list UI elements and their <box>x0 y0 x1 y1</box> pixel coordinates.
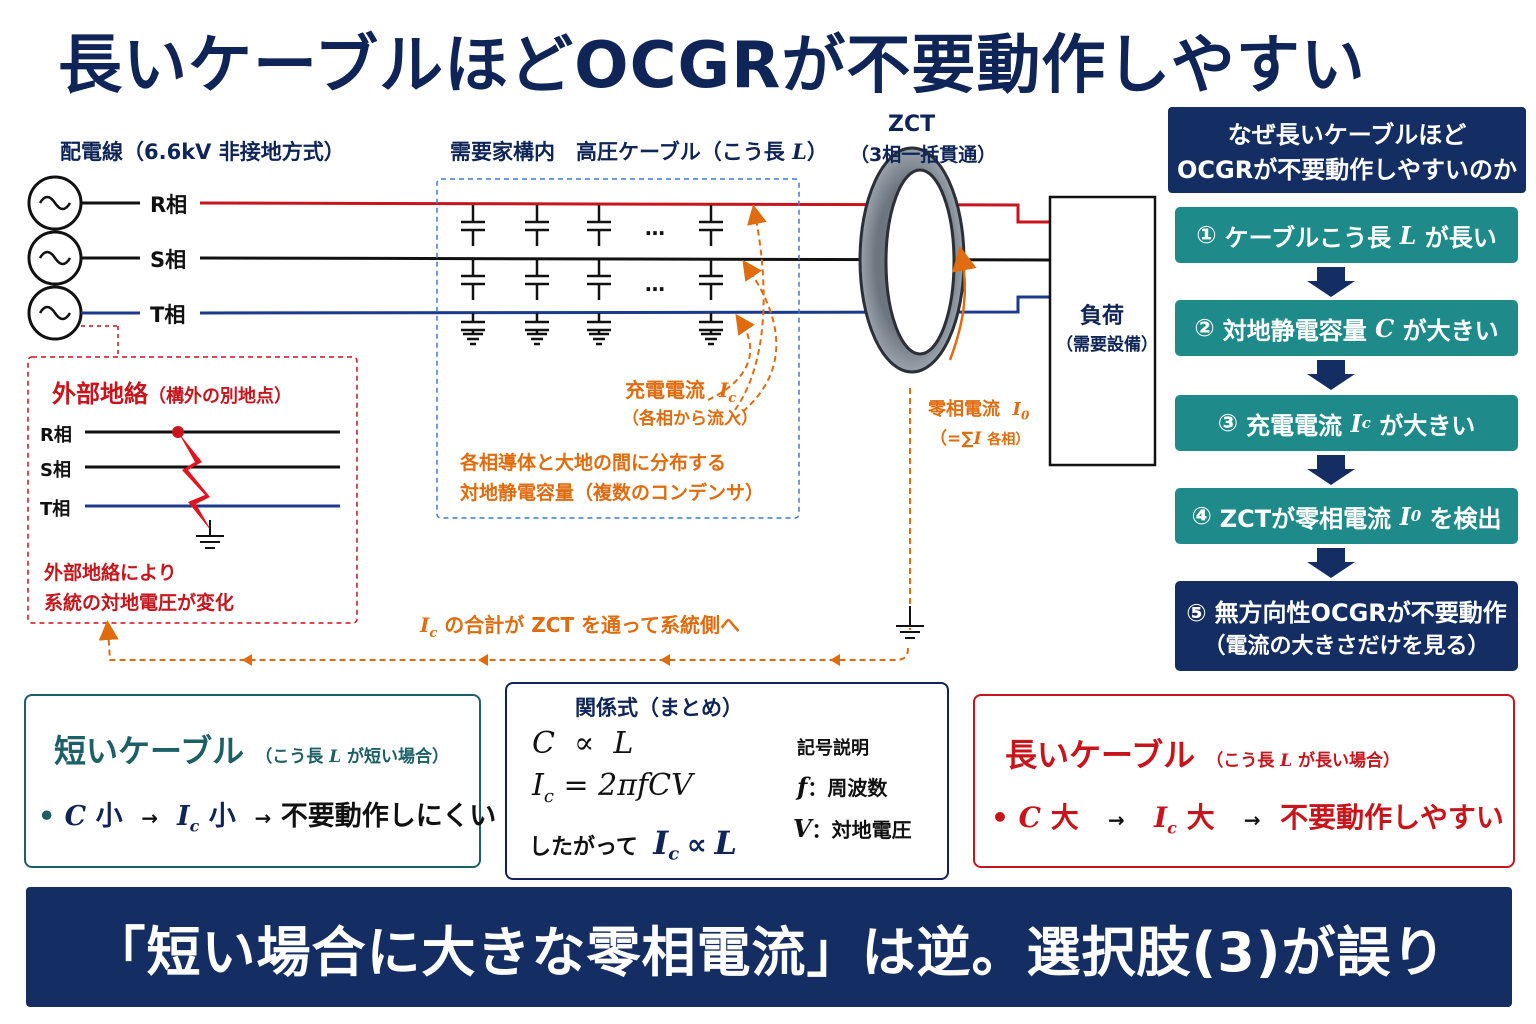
long-cable-title: 長いケーブル （こう長 L が長い場合） <box>1005 736 1401 774</box>
cable-label: 需要家構内 高圧ケーブル（こう長 L） <box>450 139 828 164</box>
phase-line-t <box>199 295 1050 315</box>
phase-label-s: S相 <box>150 248 187 272</box>
generator-r-icon <box>27 175 83 231</box>
lightning-icon <box>178 432 212 532</box>
conclusion-banner: 「短い場合に大きな零相電流」は逆。選択肢(3)が誤り <box>26 887 1512 1007</box>
phase-line-r <box>199 201 1050 224</box>
fault-phase-s: S相 <box>40 460 71 481</box>
short-cable-summary: • C 小 → Ic 小 → 不要動作しにくい <box>38 801 497 836</box>
relation-conclusion: したがって Ic ∝ L <box>529 824 737 865</box>
capacitor-array <box>461 205 723 346</box>
cable-region <box>436 178 800 519</box>
zct-label: ZCT <box>888 112 936 137</box>
phase-label-t: T相 <box>150 303 186 327</box>
legend-title: 記号説明 <box>797 738 869 759</box>
phase-label-r: R相 <box>150 193 188 217</box>
return-arrowheads <box>242 654 840 666</box>
relation-eq-2: Ic = 2πfCV <box>532 768 693 807</box>
why-title-line-1: なぜ長いケーブルほど <box>1227 121 1467 149</box>
fault-note-2: 系統の対地電圧が変化 <box>44 592 235 614</box>
relation-eq-1: C ∝ L <box>532 726 634 761</box>
legend-v: V：対地電圧 <box>793 814 912 843</box>
page-title: 長いケーブルほどOCGRが不要動作しやすい <box>58 29 1366 103</box>
short-cable-title: 短いケーブル （こう長 L が短い場合） <box>54 732 450 770</box>
short-cable-box: 短いケーブル （こう長 L が短い場合） • C 小 → Ic 小 → 不要動作… <box>24 694 496 868</box>
why-title-line-2: OCGRが不要動作しやすいのか <box>1177 156 1517 184</box>
fault-phase-r: R相 <box>40 425 72 446</box>
load-label: 負荷 <box>1080 304 1125 329</box>
return-path-label: Ic の合計が ZCT を通って系統側へ <box>420 613 740 641</box>
external-fault-title: 外部地絡（構外の別地点） <box>52 380 292 408</box>
capacitance-note-2: 対地静電容量（複数のコンデンサ） <box>460 482 765 504</box>
generator-t-icon <box>27 285 83 341</box>
long-cable-box: 長いケーブル （こう長 L が長い場合） • C 大 → Ic 大 → 不要動作… <box>973 694 1515 868</box>
zero-phase-current-label: 零相電流 I0 <box>928 399 1030 423</box>
long-cable-summary: • C 大 → Ic 大 → 不要動作しやすい <box>991 801 1504 838</box>
external-fault-box <box>27 356 358 624</box>
fault-phase-t: T相 <box>40 499 71 520</box>
fault-note-1: 外部地絡により <box>44 562 177 584</box>
charging-current-arrows <box>707 204 778 419</box>
cable-dots-2: … <box>645 272 665 296</box>
zct-sublabel: （3相一括貫通） <box>850 144 997 166</box>
capacitance-note-1: 各相導体と大地の間に分布する <box>460 452 727 474</box>
zct-ring-icon <box>858 146 977 374</box>
relation-box: 関係式（まとめ） C ∝ L Ic = 2πfCV したがって Ic ∝ L 記… <box>505 682 949 880</box>
load-sublabel: （需要設備） <box>1056 335 1158 355</box>
relation-title: 関係式（まとめ） <box>575 696 743 720</box>
charging-current-label: 充電電流 Ic <box>625 378 737 406</box>
return-path <box>98 388 911 661</box>
distribution-label: 配電線（6.6kV 非接地方式） <box>60 140 345 164</box>
charging-current-note: （各相から流入） <box>622 409 758 429</box>
zct-ground-icon <box>896 606 924 639</box>
legend-f: f：周波数 <box>797 772 888 801</box>
fault-ground-icon <box>196 520 224 549</box>
cable-dots-1: … <box>645 216 665 240</box>
zero-phase-current-note: （=∑I 各相） <box>930 429 1030 449</box>
load-box <box>1048 195 1157 467</box>
generator-s-icon <box>27 230 83 286</box>
why-header: なぜ長いケーブルほど OCGRが不要動作しやすいのか <box>1168 107 1526 193</box>
